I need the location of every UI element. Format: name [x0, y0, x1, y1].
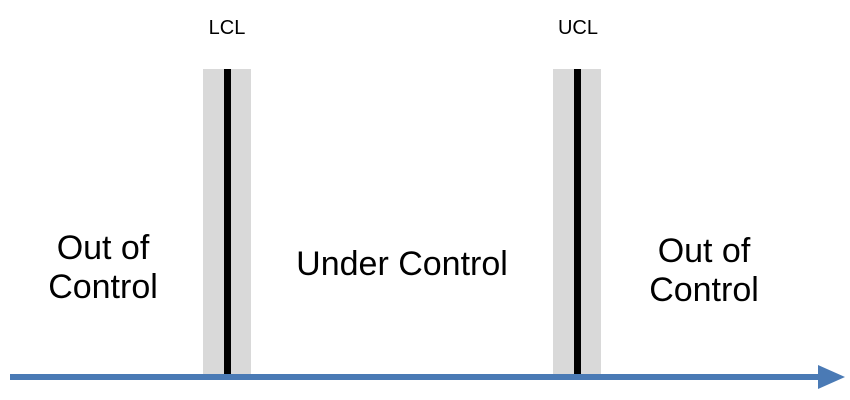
- zone-right-line1: Out of: [657, 232, 751, 270]
- zone-right-out-of-control: Out of Control: [619, 232, 789, 310]
- zone-middle-under-control: Under Control: [296, 245, 508, 283]
- process-axis-arrow: [10, 365, 845, 389]
- zone-left-line1: Out of: [56, 229, 150, 267]
- lower-control-limit-line: [224, 69, 231, 377]
- zone-left-line2: Control: [48, 268, 158, 306]
- ucl-label: UCL: [557, 17, 598, 39]
- arrow-head-icon: [818, 365, 845, 389]
- lcl-label: LCL: [208, 17, 246, 39]
- zone-left-out-of-control: Out of Control: [18, 229, 188, 307]
- upper-control-limit-line: [574, 69, 581, 377]
- zone-right-line2: Control: [649, 271, 759, 309]
